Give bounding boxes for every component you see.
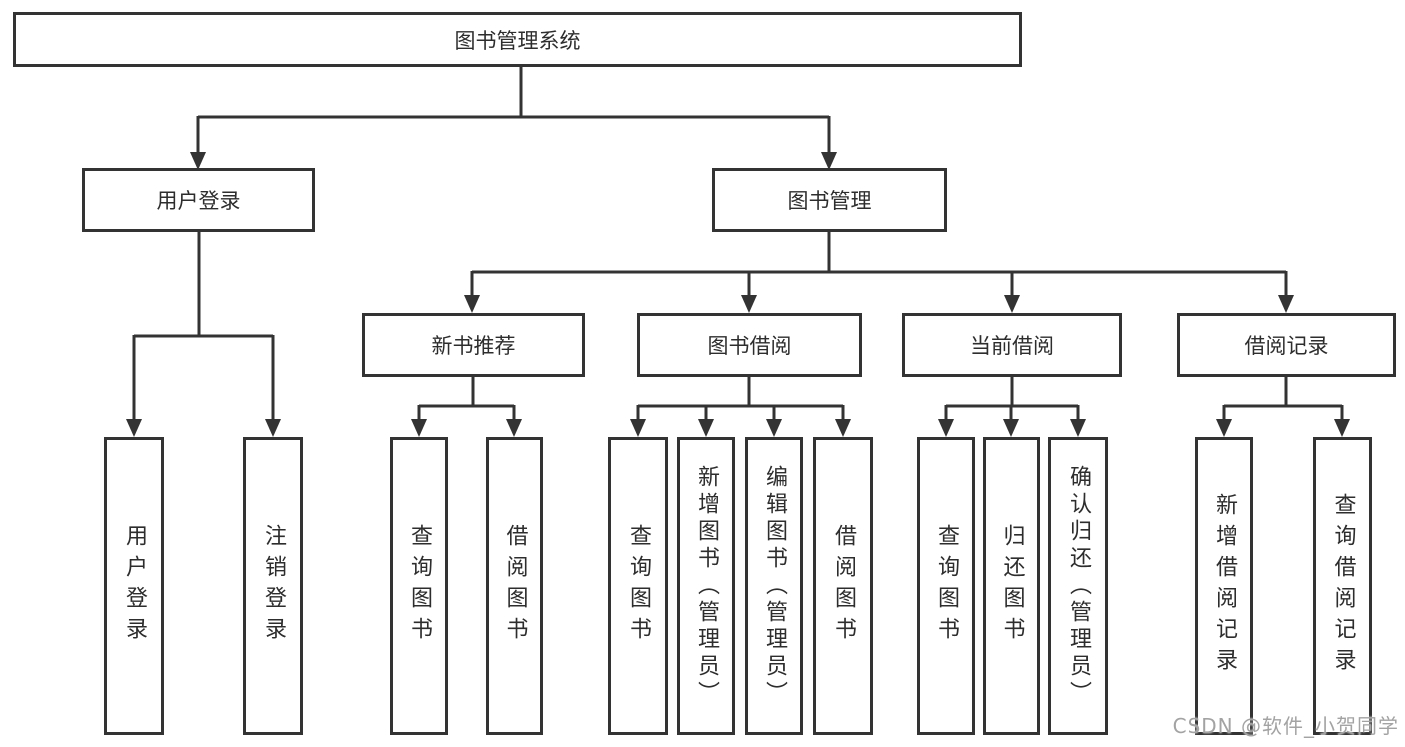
node-book-borrowing: 图书借阅 (637, 313, 862, 377)
leaf-borrow-borrow-books-label: 借阅图书 (831, 524, 856, 648)
leaf-user-login: 用户登录 (104, 437, 164, 735)
leaf-rec-query-books-label: 查询图书 (407, 524, 432, 648)
leaf-borrow-query-books-label: 查询图书 (626, 524, 651, 648)
leaf-rec-query-books: 查询图书 (390, 437, 448, 735)
edge-new-book-rec-to-leaves (411, 377, 522, 437)
node-new-book-recommend: 新书推荐 (362, 313, 585, 377)
leaf-current-return-books: 归还图书 (983, 437, 1040, 735)
node-library-system-label: 图书管理系统 (454, 28, 581, 53)
leaf-borrow-add-books-admin: 新增图书（管理员） (677, 437, 735, 735)
node-book-management-label: 图书管理 (787, 189, 872, 213)
leaf-borrow-borrow-books: 借阅图书 (813, 437, 873, 735)
leaf-current-query-books: 查询图书 (917, 437, 975, 735)
node-user-login-branch: 用户登录 (82, 168, 315, 232)
edge-user-login-to-leaves (126, 232, 281, 437)
leaf-current-confirm-return-admin-label: 确认归还（管理员） (1066, 464, 1091, 708)
leaf-current-return-books-label: 归还图书 (999, 524, 1025, 648)
edge-book-borrow-to-leaves (630, 377, 851, 437)
edge-borrow-records-to-leaves (1216, 377, 1350, 437)
edge-current-borrow-to-leaves (938, 377, 1086, 437)
leaf-rec-borrow-books: 借阅图书 (486, 437, 543, 735)
node-borrowing-records-label: 借阅记录 (1244, 334, 1329, 358)
leaf-user-login-label: 用户登录 (122, 524, 147, 648)
edge-root-to-branches (190, 67, 837, 170)
leaf-current-query-books-label: 查询图书 (934, 524, 959, 648)
leaf-rec-borrow-books-label: 借阅图书 (502, 524, 528, 648)
node-library-system: 图书管理系统 (13, 12, 1022, 67)
leaf-records-query-record: 查询借阅记录 (1313, 437, 1372, 735)
leaf-records-add-record: 新增借阅记录 (1195, 437, 1253, 735)
edge-book-mgmt-to-modules (464, 232, 1294, 313)
leaf-borrow-add-books-admin-label: 新增图书（管理员） (694, 464, 719, 708)
leaf-logout-label: 注销登录 (261, 524, 286, 648)
node-current-borrowing-label: 当前借阅 (970, 334, 1054, 358)
leaf-records-query-record-label: 查询借阅记录 (1330, 493, 1356, 679)
node-new-book-recommend-label: 新书推荐 (431, 334, 516, 358)
leaf-borrow-edit-books-admin-label: 编辑图书（管理员） (762, 464, 787, 708)
node-current-borrowing: 当前借阅 (902, 313, 1122, 377)
node-borrowing-records: 借阅记录 (1177, 313, 1396, 377)
leaf-borrow-query-books: 查询图书 (608, 437, 668, 735)
watermark: CSDN @软件_小贺同学 (1172, 714, 1399, 738)
leaf-logout: 注销登录 (243, 437, 303, 735)
node-book-borrowing-label: 图书借阅 (707, 334, 792, 358)
leaf-records-add-record-label: 新增借阅记录 (1212, 493, 1237, 679)
leaf-borrow-edit-books-admin: 编辑图书（管理员） (745, 437, 803, 735)
node-user-login-branch-label: 用户登录 (156, 189, 241, 213)
node-book-management: 图书管理 (712, 168, 947, 232)
leaf-current-confirm-return-admin: 确认归还（管理员） (1048, 437, 1108, 735)
